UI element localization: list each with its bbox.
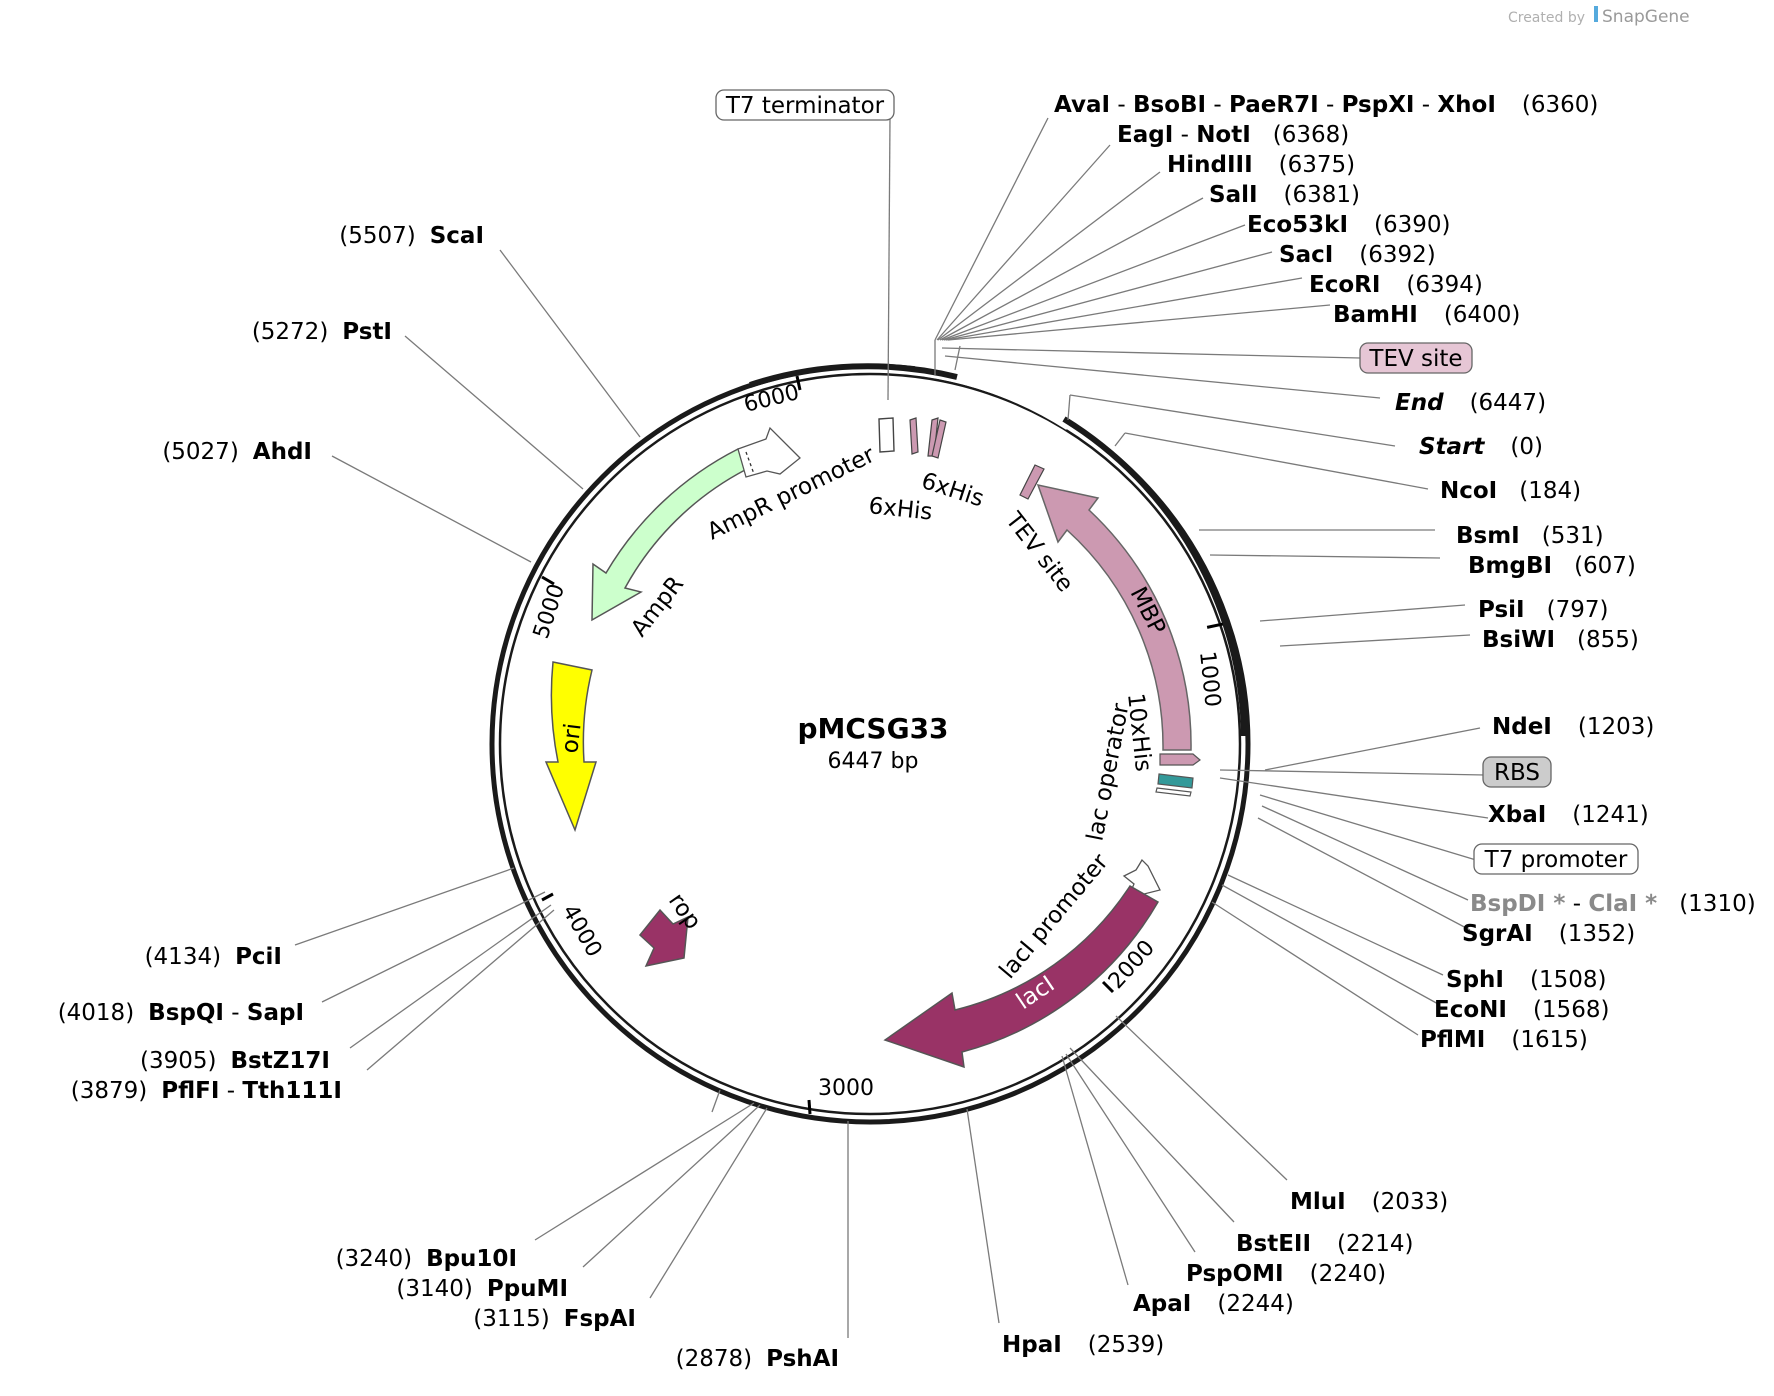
site-psii[interactable]: PsiI(797) (1478, 597, 1608, 623)
tick-marks (541, 375, 1224, 1115)
site-ecori[interactable]: EcoRI(6394) (1309, 272, 1483, 298)
site-hpai[interactable]: HpaI(2539) (1002, 1332, 1164, 1358)
site-sgrai[interactable]: SgrAI(1352) (1462, 921, 1635, 947)
site-bamhi[interactable]: BamHI(6400) (1333, 302, 1520, 328)
t7-terminator-callout[interactable] (715, 89, 895, 121)
tev-site-callout-label: TEV site (1368, 346, 1462, 372)
site-pshai[interactable]: (2878)PshAI (676, 1346, 839, 1372)
snapgene-logo-icon (1594, 6, 1598, 22)
site-pflfi-group[interactable]: (3879)PflFI - Tth111I (71, 1078, 342, 1104)
rbs-callout[interactable] (1482, 756, 1552, 788)
site-bpu10i[interactable]: (3240)Bpu10I (336, 1246, 517, 1272)
tev-site-callout[interactable] (1359, 342, 1473, 374)
rop-feature[interactable] (638, 908, 689, 968)
t7-terminator-callout-label: T7 terminator (725, 93, 885, 119)
site-bsmi[interactable]: BsmI(531) (1456, 523, 1604, 549)
site-bspdi-group[interactable]: BspDI * - ClaI *(1310) (1470, 891, 1756, 917)
site-start[interactable]: Start(0) (1419, 434, 1543, 460)
site-ndei[interactable]: NdeI(1203) (1492, 714, 1654, 740)
site-hindiii[interactable]: HindIII(6375) (1167, 152, 1355, 178)
site-bspqi-group[interactable]: (4018)BspQI - SapI (58, 1000, 304, 1026)
laci-feature[interactable] (883, 884, 1160, 1069)
leader-lines (294, 117, 1489, 1338)
plasmid-name: pMCSG33 (797, 712, 948, 745)
t7-promoter-marker[interactable] (1155, 787, 1192, 797)
site-bsteii[interactable]: BstEII(2214) (1236, 1231, 1414, 1257)
site-bmgbi[interactable]: BmgBI(607) (1468, 553, 1636, 579)
site-avai-group[interactable]: AvaI - BsoBI - PaeR7I - PspXI - XhoI(636… (1054, 92, 1598, 118)
tick-1000: 1000 (1194, 650, 1225, 708)
site-bstz17i[interactable]: (3905)BstZ17I (140, 1048, 330, 1074)
mbp-feature[interactable] (1036, 483, 1192, 751)
tev-site-feature[interactable] (1019, 464, 1045, 500)
site-psti[interactable]: (5272)PstI (252, 319, 392, 345)
created-by-text: Created by (1508, 10, 1585, 26)
ampr-label: AmpR (626, 572, 689, 642)
site-labels-right: AvaI - BsoBI - PaeR7I - PspXI - XhoI(636… (1002, 92, 1756, 1358)
site-ppumi[interactable]: (3140)PpuMI (396, 1276, 568, 1302)
site-scai[interactable]: (5507)ScaI (339, 223, 484, 249)
site-ncoi[interactable]: NcoI(184) (1440, 478, 1581, 504)
site-pflmi[interactable]: PflMI(1615) (1420, 1027, 1588, 1053)
his6-c-feature[interactable] (931, 419, 947, 459)
rbs-callout-label: RBS (1494, 760, 1540, 786)
lac-operator-feature[interactable] (1157, 773, 1194, 789)
his6-a-label: 6xHis (867, 493, 933, 526)
site-eagi-group[interactable]: EagI - NotI(6368) (1117, 122, 1349, 148)
lac-operator-label: lac operator (1082, 701, 1134, 843)
ampr-promoter-feature[interactable] (737, 426, 801, 478)
ori-feature[interactable] (544, 661, 598, 833)
t7-promoter-callout-label: T7 promoter (1484, 847, 1628, 873)
site-end[interactable]: End(6447) (1395, 390, 1546, 416)
snapgene-brand-text: SnapGene (1602, 7, 1690, 27)
site-pspomi[interactable]: PspOMI(2240) (1186, 1261, 1386, 1287)
tick-5000: 5000 (529, 581, 570, 642)
site-xbai[interactable]: XbaI(1241) (1488, 802, 1649, 828)
tick-3000: 3000 (818, 1076, 874, 1101)
site-labels-left: (2878)PshAI (3115)FspAI (3140)PpuMI (324… (58, 223, 839, 1372)
site-ahdi[interactable]: (5027)AhdI (162, 439, 312, 465)
site-sali[interactable]: SalI(6381) (1209, 182, 1360, 208)
site-eco53ki[interactable]: Eco53kI(6390) (1247, 212, 1451, 238)
site-saci[interactable]: SacI(6392) (1279, 242, 1436, 268)
site-mlui[interactable]: MluI(2033) (1290, 1189, 1448, 1215)
site-econi[interactable]: EcoNI(1568) (1434, 997, 1609, 1023)
site-apai[interactable]: ApaI(2244) (1133, 1291, 1294, 1317)
site-bsiwi[interactable]: BsiWI(855) (1482, 627, 1639, 653)
ori-label: ori (557, 722, 586, 755)
plasmid-size: 6447 bp (828, 749, 919, 774)
site-fspai[interactable]: (3115)FspAI (473, 1306, 636, 1332)
site-pcii[interactable]: (4134)PciI (145, 944, 282, 970)
his10-feature[interactable] (1159, 753, 1201, 766)
site-sphi[interactable]: SphI(1508) (1446, 967, 1606, 993)
t7-terminator-feature[interactable] (878, 417, 895, 453)
plasmid-backbone (489, 361, 1251, 1125)
his6-a-feature[interactable] (909, 417, 919, 455)
t7-promoter-callout[interactable] (1473, 843, 1639, 875)
